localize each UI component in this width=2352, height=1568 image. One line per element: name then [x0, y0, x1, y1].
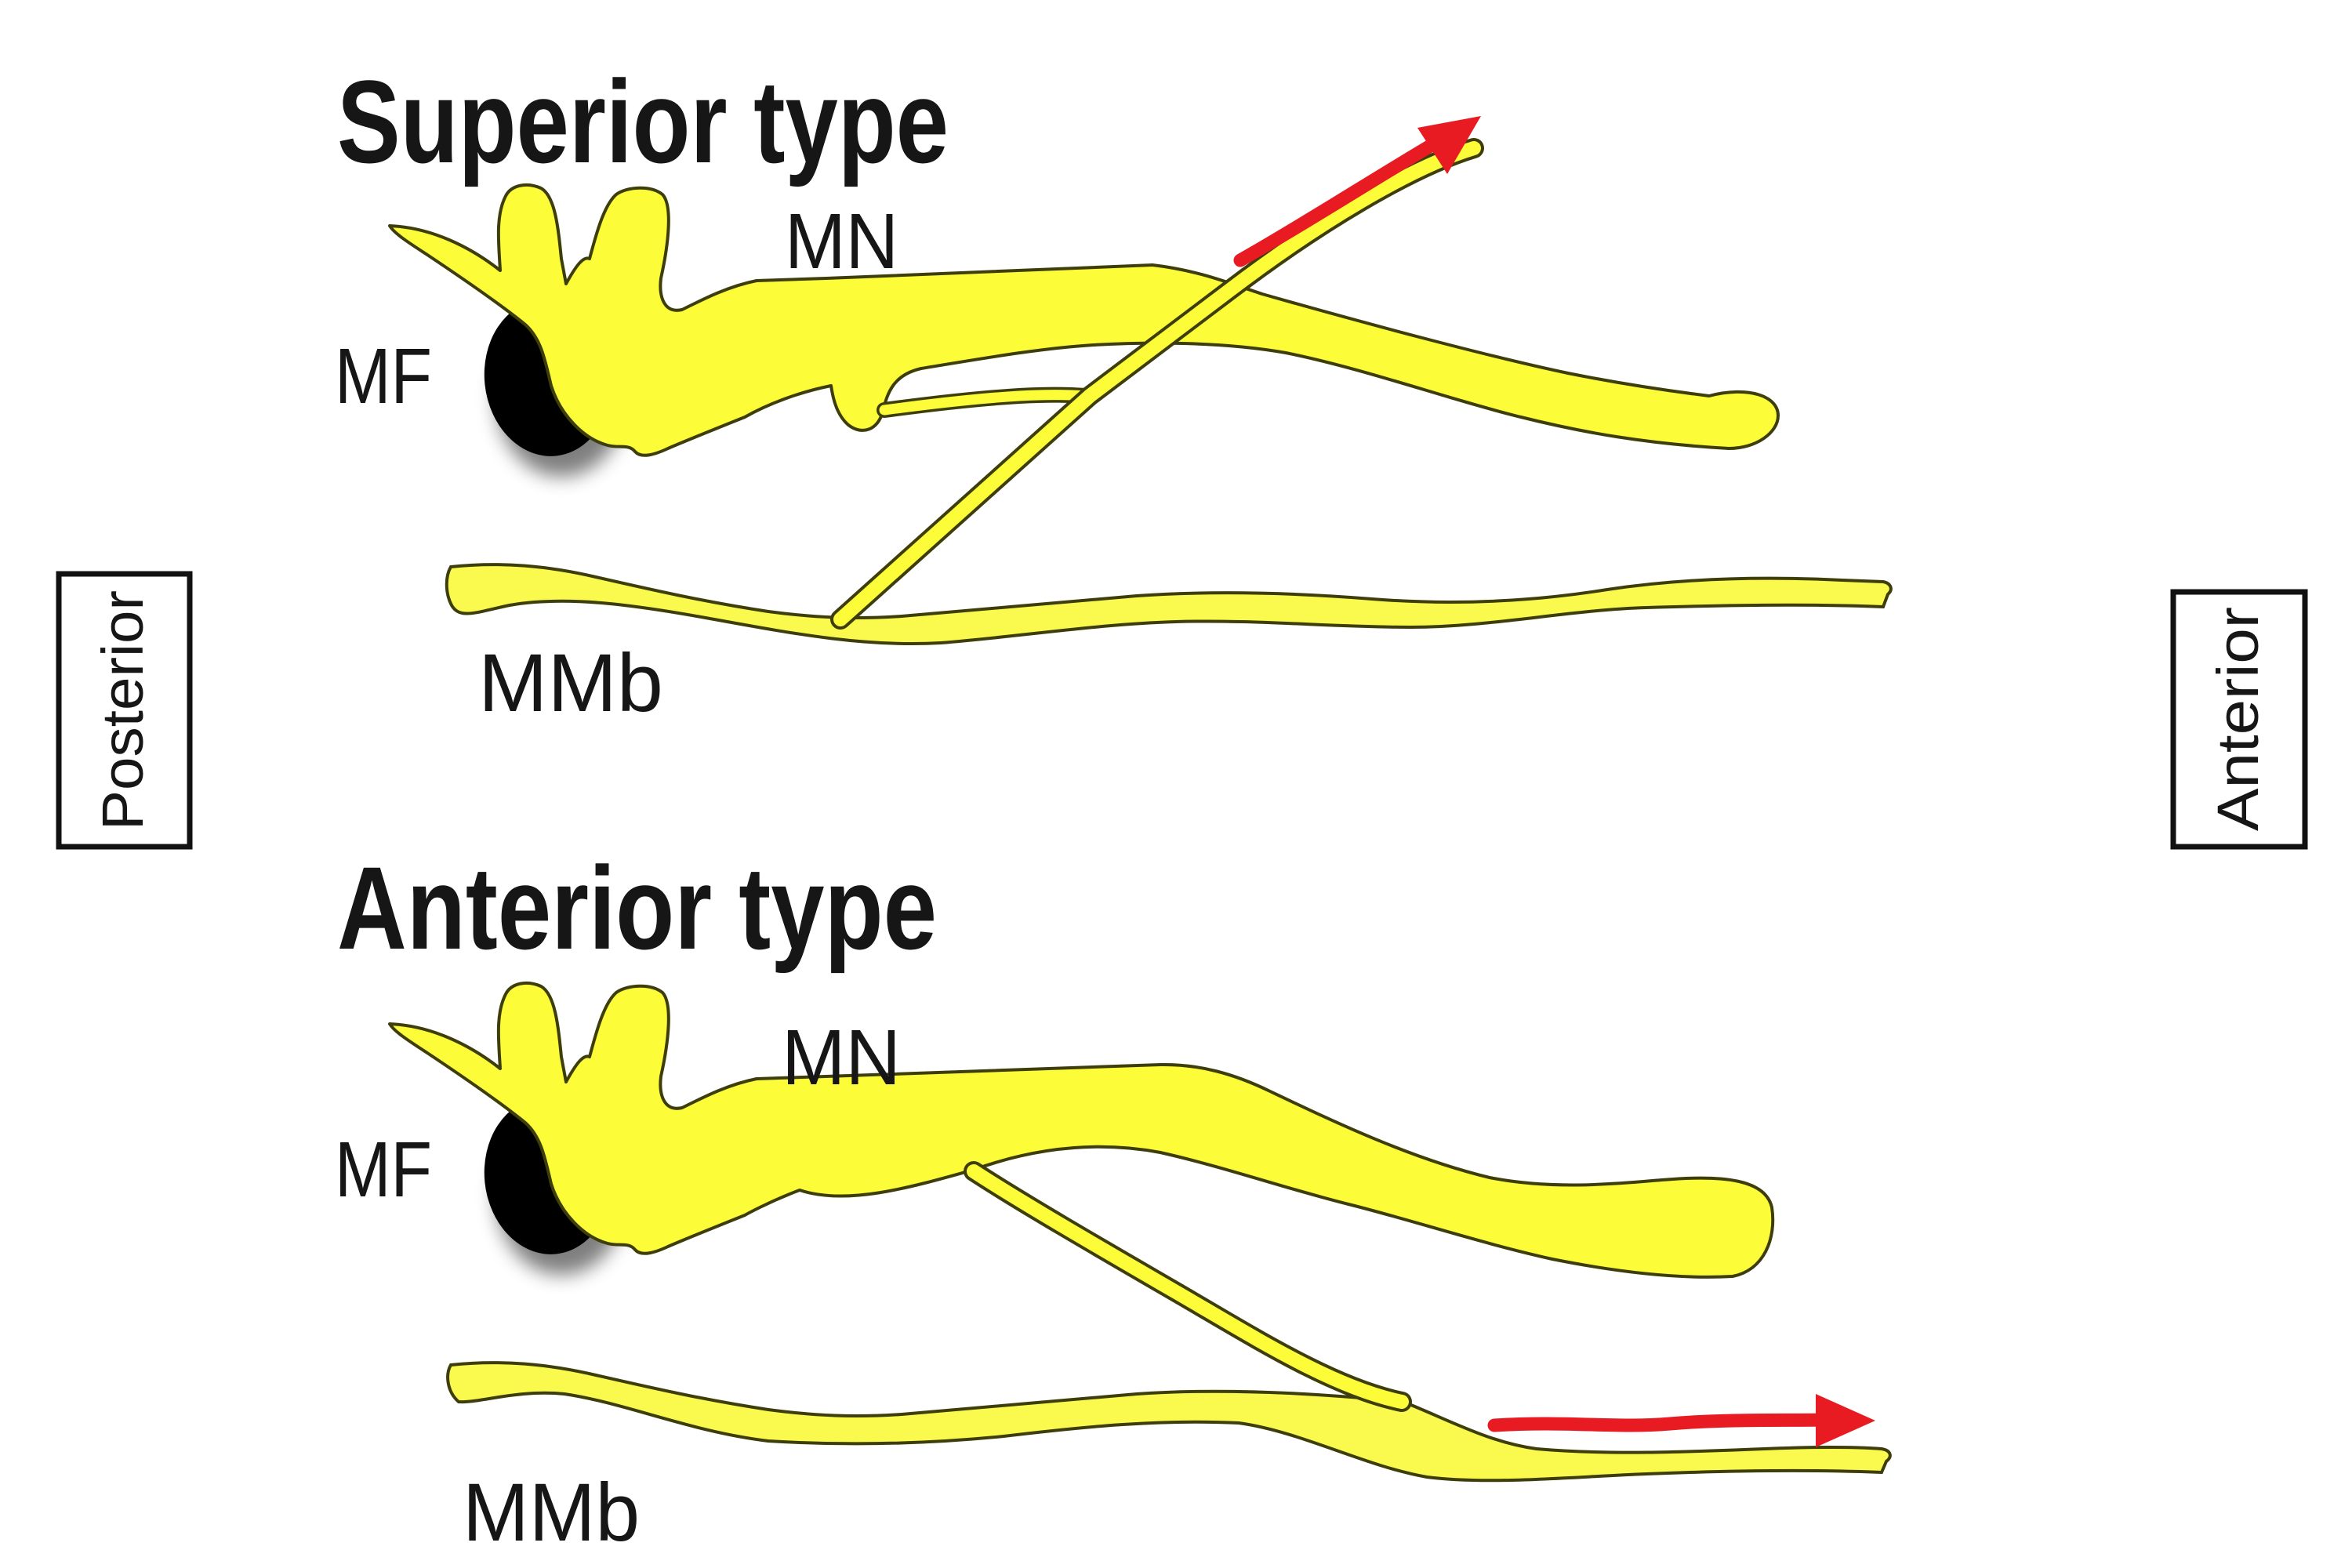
- red-arrow-superior-shaft: [1233, 132, 1448, 267]
- red-arrow-anterior-head: [1816, 1394, 1875, 1447]
- anterior-panel: Anterior type MN MF MMb: [335, 842, 1892, 1559]
- posterior-orientation-box: Posterior: [56, 571, 193, 850]
- mn-nerve-and-tree-shape: [388, 981, 1775, 1279]
- mmb-label-superior: MMb: [478, 637, 663, 729]
- superior-panel: Superior type MN MF MMb: [335, 56, 1893, 729]
- red-arrow-anterior-shaft: [1487, 1413, 1834, 1432]
- red-arrow-superior-head: [1417, 116, 1481, 174]
- mmb-nerve-shape: [445, 563, 1893, 646]
- anterior-title: Anterior type: [337, 842, 937, 974]
- mmb-label-anterior: MMb: [463, 1467, 640, 1559]
- mn-label-anterior: MN: [782, 1014, 901, 1102]
- communicating-branch: [967, 1164, 1409, 1409]
- anterior-label: Anterior: [2205, 607, 2270, 831]
- mn-nerve-and-tree-shape: [388, 183, 1780, 457]
- mmb-nerve-shape: [446, 1361, 1892, 1483]
- posterior-box-frame: [56, 571, 193, 850]
- posterior-label: Posterior: [90, 590, 155, 830]
- loop-branch: [879, 390, 1091, 416]
- mf-label-anterior: MF: [335, 1126, 432, 1214]
- communicating-branch: [833, 141, 1481, 626]
- superior-title: Superior type: [337, 56, 949, 187]
- mf-label-superior: MF: [335, 332, 432, 420]
- mn-label-superior: MN: [785, 198, 898, 285]
- communicating-branch-outline: [830, 138, 1484, 630]
- anterior-orientation-box: Anterior: [2170, 589, 2308, 850]
- anterior-box-frame: [2170, 589, 2308, 850]
